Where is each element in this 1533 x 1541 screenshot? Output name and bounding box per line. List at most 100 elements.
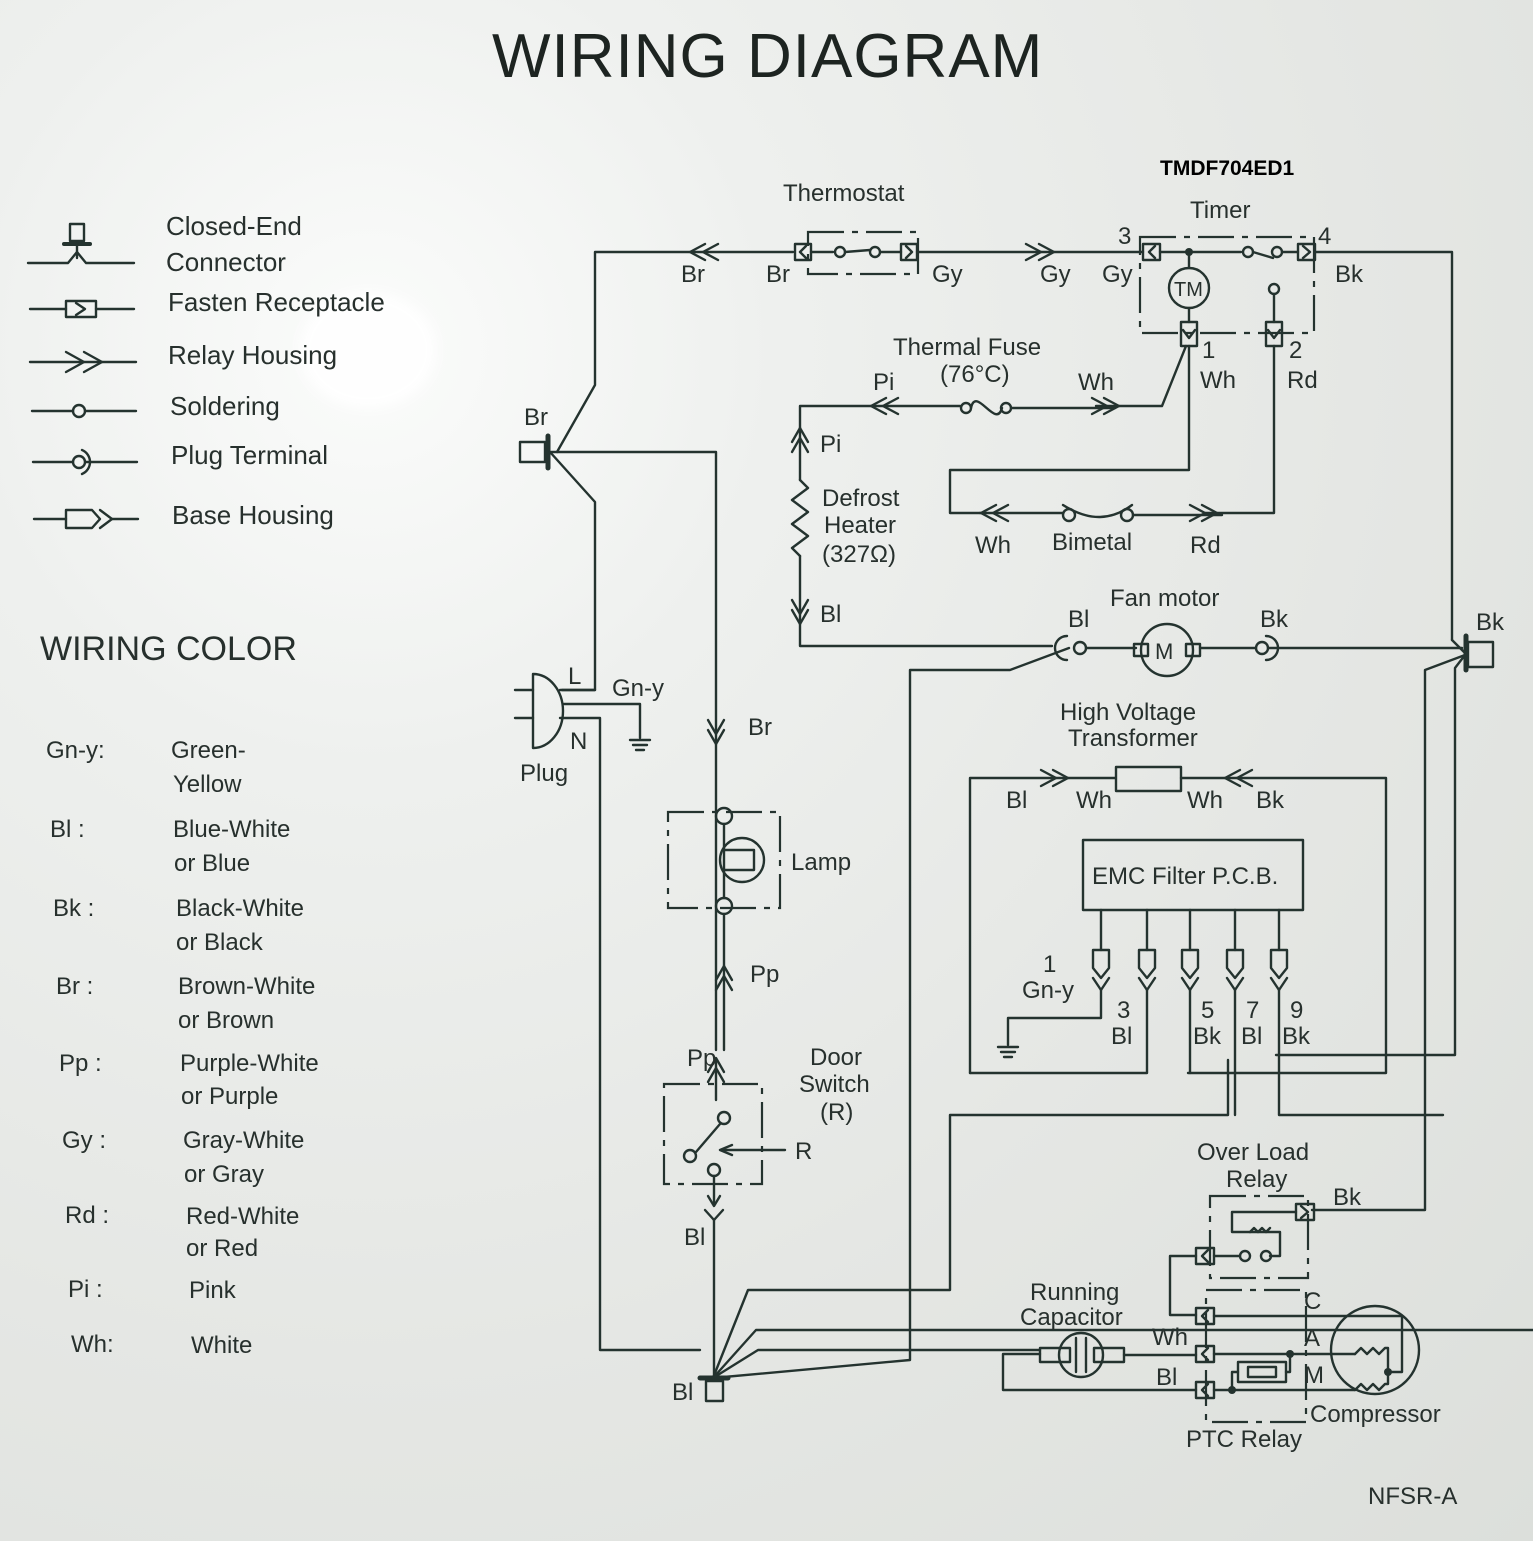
wire-label: Bl	[1006, 787, 1027, 814]
color-desc: or Red	[186, 1235, 258, 1262]
color-desc: Blue-White	[173, 816, 290, 843]
wire-label: Bk	[1333, 1184, 1362, 1211]
emc-filter-label: EMC Filter P.C.B.	[1092, 863, 1278, 890]
overload-relay	[1168, 1194, 1316, 1317]
door-switch-label: (R)	[820, 1099, 853, 1126]
soldering-icon	[30, 403, 138, 419]
color-desc: or Black	[176, 929, 264, 956]
timer-label: Timer	[1190, 197, 1250, 224]
closed-end-connector-icon	[26, 222, 136, 265]
color-desc: Gray-White	[183, 1127, 304, 1154]
emc-pin-wire: Bl	[1241, 1023, 1262, 1050]
emc-pin-number: 1	[1043, 951, 1056, 978]
wire-label: Wh	[1076, 787, 1112, 814]
color-code: Bl :	[50, 816, 85, 843]
bimetal-label: Bimetal	[1052, 529, 1132, 556]
closed-end-br-label: Br	[524, 404, 548, 431]
timer-motor-symbol: TM	[1174, 279, 1203, 301]
running-capacitor	[1038, 1331, 1198, 1379]
wire-label: Bl	[1068, 606, 1089, 633]
lamp	[666, 806, 782, 1052]
legend-label: Soldering	[170, 391, 280, 421]
closed-end-bk	[1274, 633, 1495, 1212]
thermal-fuse-rating: (76°C)	[940, 361, 1010, 388]
timer-terminal-1: 1	[1202, 337, 1215, 364]
defrost-heater-rating: (327Ω)	[822, 541, 896, 568]
fan-motor: M	[1053, 622, 1464, 678]
wire-label: Gy	[932, 261, 963, 288]
color-code: Rd :	[65, 1202, 109, 1229]
ptc-relay-label: PTC Relay	[1186, 1426, 1302, 1453]
defrost-heater-label: Defrost	[822, 485, 900, 512]
emc-pin-number: 9	[1290, 997, 1303, 1024]
color-desc: or Brown	[178, 1007, 274, 1034]
wire-label: Br	[748, 714, 772, 741]
running-capacitor-label: Running	[1030, 1279, 1119, 1306]
wiring-color-table: WIRING COLOR Gn-y: Green- Yellow Bl : Bl…	[40, 630, 319, 1359]
hv-transformer-label: High Voltage	[1060, 699, 1196, 726]
relay-housing-icon	[28, 350, 138, 374]
running-capacitor-label: Capacitor	[1020, 1304, 1123, 1331]
wire-label: Wh	[1200, 367, 1236, 394]
legend-label: Plug Terminal	[171, 440, 328, 470]
wire-label: Bl	[820, 601, 841, 628]
wire-label: Wh	[1187, 787, 1223, 814]
emc-pin-wire: Bk	[1193, 1023, 1222, 1050]
wire-br-top	[555, 250, 795, 454]
color-code: Wh:	[71, 1331, 114, 1358]
color-code: Pp :	[59, 1050, 102, 1077]
page-title: WIRING DIAGRAM	[492, 22, 1043, 91]
high-voltage-transformer	[968, 765, 1388, 1075]
glare-reflection	[300, 292, 436, 408]
color-code: Gy :	[62, 1127, 106, 1154]
ptc-relay	[1001, 1288, 1404, 1424]
door-switch-label: Door	[810, 1044, 862, 1071]
color-desc: Yellow	[173, 771, 242, 798]
wire-label: Bl	[1156, 1364, 1177, 1391]
legend-label: Base Housing	[172, 500, 334, 530]
color-code: Gn-y:	[46, 737, 105, 764]
plug-terminal-icon	[31, 448, 139, 476]
wire-label: Br	[681, 261, 705, 288]
compressor-terminal-a: A	[1304, 1325, 1320, 1352]
color-code: Br :	[56, 973, 93, 1000]
color-desc: White	[191, 1332, 252, 1359]
wire-label: Bk	[1335, 261, 1364, 288]
drawing-code: NFSR-A	[1368, 1483, 1457, 1510]
schematic-labels: Thermostat Br Br Gy Gy Timer 3 4 Gy Bk 1…	[520, 180, 1505, 1453]
compressor	[1329, 1304, 1421, 1396]
compressor-terminal-m: M	[1304, 1362, 1324, 1389]
plug-ground-label: Gn-y	[612, 675, 664, 702]
timer: TM	[1138, 235, 1454, 642]
emc-pin-wire: Bl	[1111, 1023, 1132, 1050]
timer-terminal-4: 4	[1318, 223, 1331, 250]
wire-label: Pi	[873, 369, 894, 396]
color-desc: Pink	[189, 1277, 237, 1304]
plug-live-label: L	[568, 663, 581, 690]
timer-terminal-2: 2	[1289, 337, 1302, 364]
emc-pin-wire: Bk	[1282, 1023, 1311, 1050]
wire-label: Bl	[684, 1224, 705, 1251]
color-code: Bk :	[53, 895, 94, 922]
door-switch-label: Switch	[799, 1071, 870, 1098]
wire-label: Gy	[1102, 261, 1133, 288]
emc-pin-number: 5	[1201, 997, 1214, 1024]
fan-motor-symbol: M	[1155, 639, 1173, 664]
thermal-fuse-label: Thermal Fuse	[893, 334, 1041, 361]
wire-label: Rd	[1287, 367, 1318, 394]
legend-label: Connector	[166, 247, 286, 277]
closed-end-br	[518, 433, 726, 1052]
model-number: TMDF704ED1	[1160, 157, 1295, 180]
color-desc: Green-	[171, 737, 246, 764]
legend-label: Closed-End	[166, 211, 302, 241]
door-switch	[662, 1056, 787, 1380]
wire-label: Wh	[1152, 1324, 1188, 1351]
plug-label: Plug	[520, 760, 568, 787]
wire-label: Bk	[1256, 787, 1285, 814]
fan-motor-label: Fan motor	[1110, 585, 1219, 612]
defrost-heater	[790, 426, 1054, 648]
closed-end-bl	[697, 1058, 1533, 1403]
color-desc: or Gray	[184, 1161, 264, 1188]
wire-label: Bk	[1260, 606, 1289, 633]
plug-neutral-label: N	[570, 728, 587, 755]
